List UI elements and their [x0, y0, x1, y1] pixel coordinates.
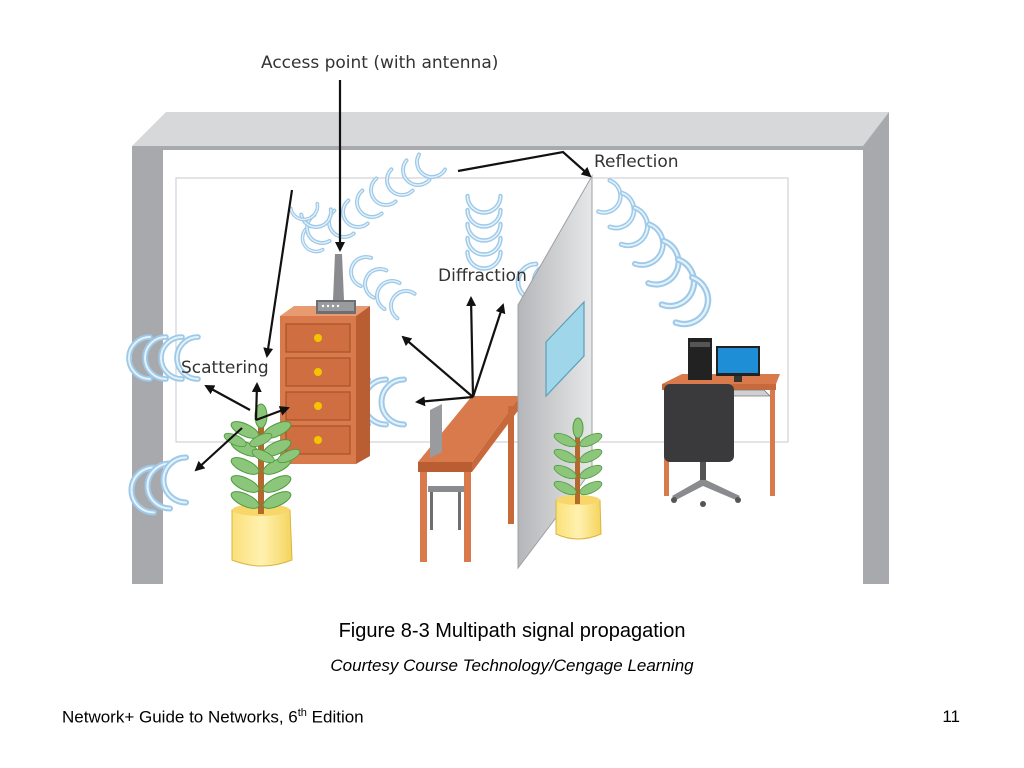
arrow-scatter-2	[251, 382, 262, 421]
arrow-diffraction-2	[466, 296, 477, 398]
figure-caption: Figure 8-3 Multipath signal propagation	[338, 620, 686, 642]
page-number: 11	[942, 707, 960, 726]
figure-credit: Courtesy Course Technology/Cengage Learn…	[330, 656, 694, 675]
book-title-footer: Network+ Guide to Networks, 6th Edition	[62, 707, 364, 728]
arrow-diffraction-4	[415, 395, 474, 407]
book-title-main: Network+ Guide to Networks, 6	[62, 707, 298, 727]
access-point-device	[316, 254, 356, 314]
arrow-scattering-top	[263, 189, 294, 358]
arrows	[194, 80, 592, 472]
book-title-end: Edition	[306, 707, 364, 727]
label-scattering: Scattering	[181, 358, 269, 378]
arrow-scatter-3	[255, 406, 290, 422]
plant-left	[221, 403, 303, 567]
arrow-diffraction-1	[401, 335, 474, 398]
plant-middle	[551, 417, 605, 540]
computer-workstation	[662, 338, 780, 507]
arrow-scatter-1	[204, 385, 251, 411]
label-diffraction: Diffraction	[438, 266, 527, 286]
label-reflection: Reflection	[594, 152, 679, 172]
arrow-diffraction-3	[471, 303, 506, 398]
desk	[418, 396, 520, 562]
arrow-reflection	[457, 150, 592, 178]
room-walls	[132, 112, 889, 584]
right-wall	[863, 112, 889, 584]
arrow-scatter-4	[194, 427, 243, 472]
filing-cabinet	[280, 306, 370, 464]
book-title-superscript: th	[297, 707, 307, 719]
label-access-point: Access point (with antenna)	[261, 53, 499, 73]
